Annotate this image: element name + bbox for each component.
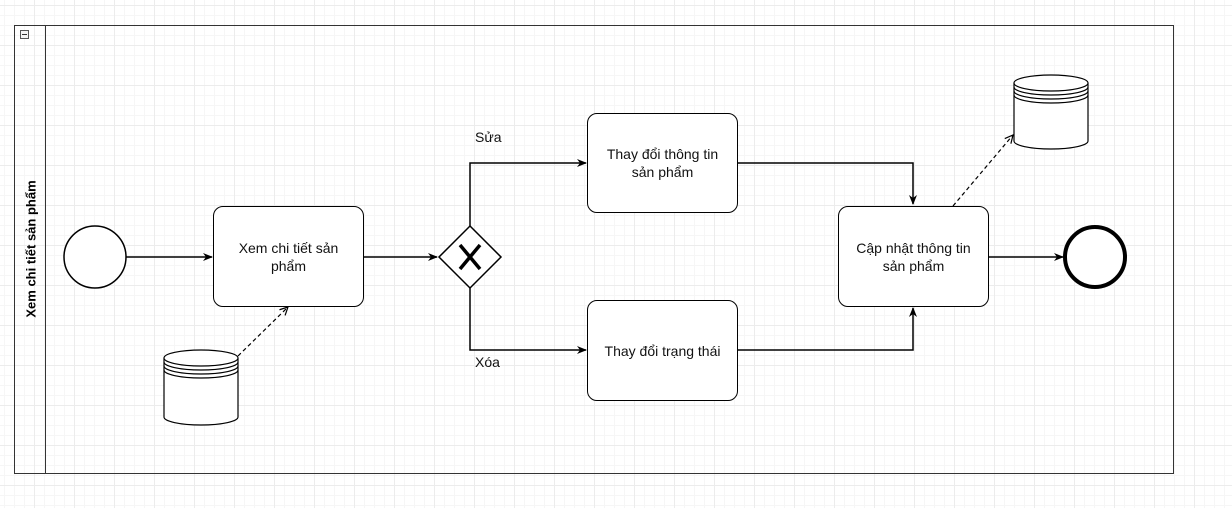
association-datastore-to-view [237,307,288,357]
edge-label-delete: Xóa [475,354,500,370]
task-label: Thay đổi thông tin sản phẩm [606,146,719,180]
exclusive-gateway[interactable] [437,224,503,290]
pool-header [14,25,46,474]
data-store-icon[interactable] [163,349,239,426]
flow-gateway-to-change-status [469,288,587,354]
task-label: Thay đổi trạng thái [604,342,721,359]
task-view-details[interactable]: Xem chi tiết sản phẩm [213,206,364,307]
end-event[interactable] [1063,225,1127,289]
data-store-icon[interactable] [1013,74,1089,150]
flow-change-info-to-update [737,162,917,205]
task-label: Xem chi tiết sản phẩm [238,239,339,274]
task-label: Cập nhật thông tin sản phẩm [856,239,971,274]
collapse-button[interactable] [20,30,29,39]
flow-gateway-to-change-info [469,159,587,226]
start-event[interactable] [63,225,127,289]
task-change-info[interactable]: Thay đổi thông tin sản phẩm [587,113,738,213]
flow-change-status-to-update [737,307,917,351]
task-update-info[interactable]: Cập nhật thông tin sản phẩm [838,206,989,307]
edge-label-edit: Sửa [475,129,502,145]
association-update-to-datastore [952,135,1013,207]
task-change-status[interactable]: Thay đổi trạng thái [587,300,738,401]
pool [14,25,1174,474]
